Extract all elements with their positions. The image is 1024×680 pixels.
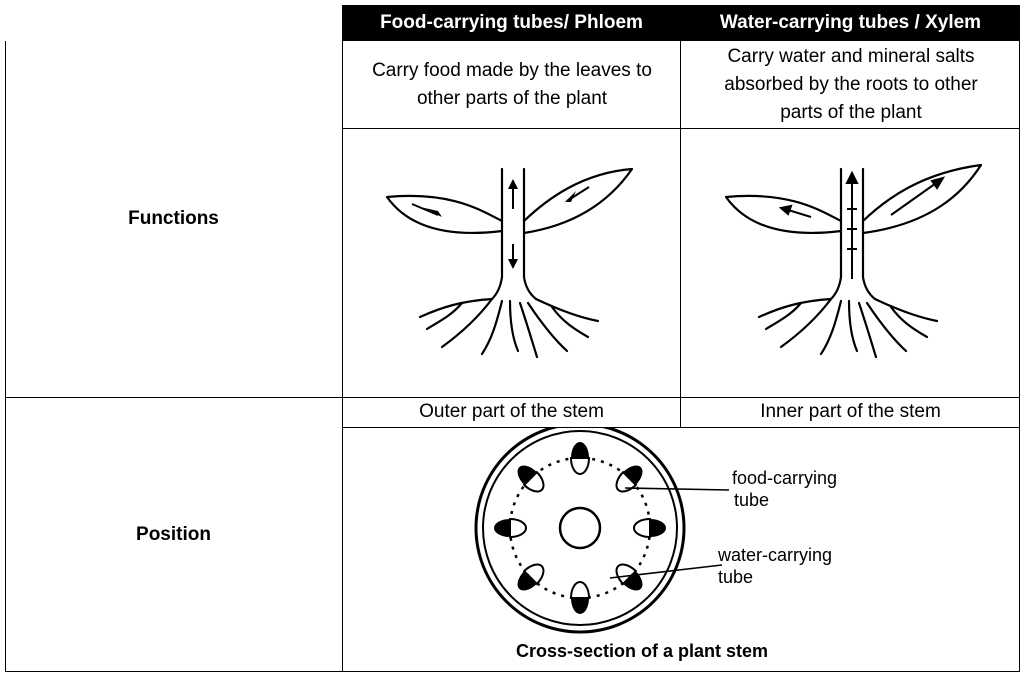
table-border-left (5, 41, 6, 672)
vascular-bundle (517, 563, 545, 591)
phloem-part (571, 598, 589, 614)
phloem-part (517, 571, 537, 591)
row-label-functions: Functions (128, 208, 219, 229)
vascular-bundle (633, 517, 666, 539)
row-divider-text-image (342, 128, 1020, 129)
vascular-bundle (615, 563, 643, 591)
phloem-part (623, 465, 643, 485)
stem-outer-ring (474, 428, 686, 634)
row-divider-main (5, 397, 1020, 398)
vascular-bundle (569, 442, 591, 475)
xylem-part (633, 517, 651, 539)
column-divider-middle-top (680, 41, 681, 397)
xylem-function-text: Carry water and mineral salts absorbed b… (724, 46, 978, 123)
label-food-tube-line1: food-carrying (732, 468, 837, 488)
phloem-part (517, 465, 537, 485)
column-divider-label (342, 41, 343, 672)
table-border-bottom (5, 671, 1020, 672)
phloem-part (494, 519, 510, 537)
water-tube-leader-line (609, 564, 723, 579)
stem-cross-section-diagram: food-carrying tube water-carrying tube C… (474, 428, 837, 661)
xylem-part (522, 470, 545, 493)
phloem-plant-diagram (385, 167, 634, 359)
row-label-position: Position (136, 523, 211, 545)
label-food-tube-line2: tube (734, 490, 769, 510)
column-divider-middle-pos (680, 397, 681, 427)
xylem-part (522, 563, 545, 586)
xylem-part (569, 457, 591, 475)
xylem-plant-diagram (724, 163, 983, 359)
label-water-tube-line2: tube (718, 567, 753, 587)
phloem-position-text: Outer part of the stem (419, 401, 604, 422)
xylem-part (615, 470, 638, 493)
label-water-tube-line1: water-carrying (717, 545, 832, 565)
xylem-part (569, 581, 591, 599)
cross-section-caption: Cross-section of a plant stem (516, 641, 768, 661)
vascular-bundle (569, 581, 591, 614)
phloem-part (571, 442, 589, 458)
phloem-function-text: Carry food made by the leaves to other p… (372, 60, 652, 109)
vascular-bundle (615, 465, 643, 493)
table-border-right (1019, 41, 1020, 672)
phloem-part (650, 519, 666, 537)
phloem-part (623, 571, 643, 591)
vascular-bundle (517, 465, 545, 493)
xylem-position-text: Inner part of the stem (760, 401, 941, 422)
xylem-part (615, 563, 638, 586)
row-divider-position-image (342, 427, 1020, 428)
vascular-bundle (494, 517, 527, 539)
pith-center (558, 506, 602, 550)
vascular-bundles (494, 442, 666, 614)
header-phloem: Food-carrying tubes/ Phloem (342, 5, 681, 41)
food-tube-leader-line (624, 487, 730, 491)
xylem-part (509, 517, 527, 539)
header-xylem: Water-carrying tubes / Xylem (681, 5, 1020, 41)
